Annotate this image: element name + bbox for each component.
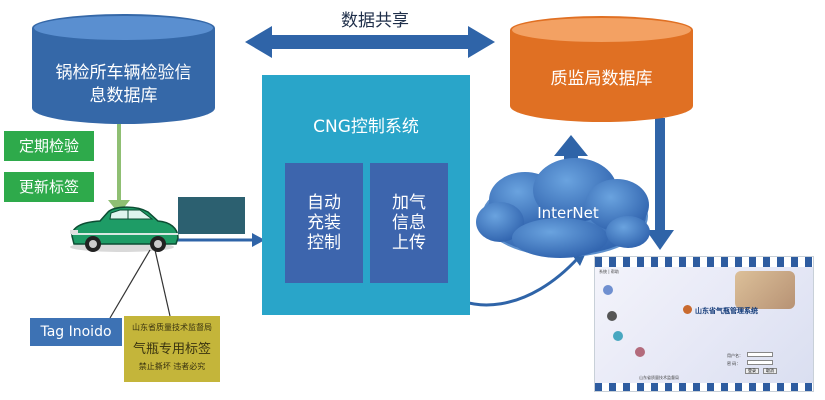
data-share-label: 数据共享	[341, 11, 409, 31]
cylinder-top	[32, 14, 215, 42]
checker-border-bottom	[595, 383, 813, 391]
database-label: 质监局数据库	[550, 69, 653, 89]
fuel-info-line1: 加气	[392, 193, 426, 213]
gas-cylinder-label-card: 山东省质量技术监督局 气瓶专用标签 禁止撕坏 违者必究	[124, 316, 220, 382]
db-to-screen-arrowhead	[646, 230, 674, 250]
reader-device-box	[178, 197, 245, 234]
emblem-icon	[683, 305, 692, 314]
database-label-line1: 锅检所车辆检验信	[55, 63, 192, 83]
db-to-screen-shaft	[655, 118, 665, 230]
periodic-inspection-box: 定期检验	[4, 131, 94, 161]
database-label: 锅检所车辆检验信 息数据库	[32, 62, 215, 108]
tube-icon	[635, 347, 645, 357]
data-share-double-arrow	[245, 26, 495, 58]
globe-icon	[613, 331, 623, 341]
vehicle-inspection-database: 锅检所车辆检验信 息数据库	[32, 14, 215, 124]
checker-border-top	[595, 257, 813, 267]
auto-fill-control-box: 自动 充装 控制	[285, 163, 363, 283]
login-screen-thumbnail: 系统 | 帮助 山东省气瓶管理系统 用户名： 密 码： 登录 取消 山东省质量技…	[594, 256, 814, 392]
screen-title: 山东省气瓶管理系统	[695, 307, 758, 315]
label-issuer: 山东省质量技术监督局	[132, 323, 212, 332]
car-icon	[70, 206, 179, 252]
car-to-label-line	[154, 249, 171, 317]
gear-icon	[607, 311, 617, 321]
quality-bureau-database: 质监局数据库	[510, 16, 693, 122]
internet-to-db-arrowhead	[554, 135, 588, 156]
password-label: 密 码：	[727, 361, 741, 366]
auto-fill-line3: 控制	[307, 233, 341, 253]
auto-fill-line2: 充装	[307, 213, 341, 233]
auto-fill-line1: 自动	[307, 193, 341, 213]
screen-menu: 系统 | 帮助	[599, 269, 619, 274]
fuel-info-line3: 上传	[392, 233, 426, 253]
password-input[interactable]	[747, 360, 773, 365]
internet-label: InterNet	[537, 204, 599, 222]
car-to-tag-line	[109, 249, 151, 319]
username-input[interactable]	[747, 352, 773, 357]
fuel-info-line2: 信息	[392, 213, 426, 233]
cancel-button[interactable]: 取消	[763, 368, 777, 374]
cylinder-body	[32, 28, 215, 124]
screen-footer: 山东省质量技术监督局	[639, 375, 679, 380]
cylinder-body	[510, 30, 693, 122]
cng-title: CNG控制系统	[313, 117, 419, 137]
update-label-box: 更新标签	[4, 172, 94, 202]
fuel-info-upload-box: 加气 信息 上传	[370, 163, 448, 283]
label-note: 禁止撕坏 违者必究	[138, 362, 206, 371]
db-to-car-line	[117, 124, 121, 204]
car-to-cng-arrowhead	[252, 233, 265, 247]
hands-photo	[735, 271, 795, 309]
tag-label-box: Tag Inoido	[30, 318, 122, 346]
disc-icon	[603, 285, 613, 295]
label-title: 气瓶专用标签	[132, 342, 211, 357]
username-label: 用户名：	[727, 353, 743, 358]
internet-cloud	[476, 158, 650, 258]
login-button[interactable]: 登录	[745, 368, 759, 374]
database-label-line2: 息数据库	[89, 86, 158, 106]
cylinder-top	[510, 16, 693, 44]
